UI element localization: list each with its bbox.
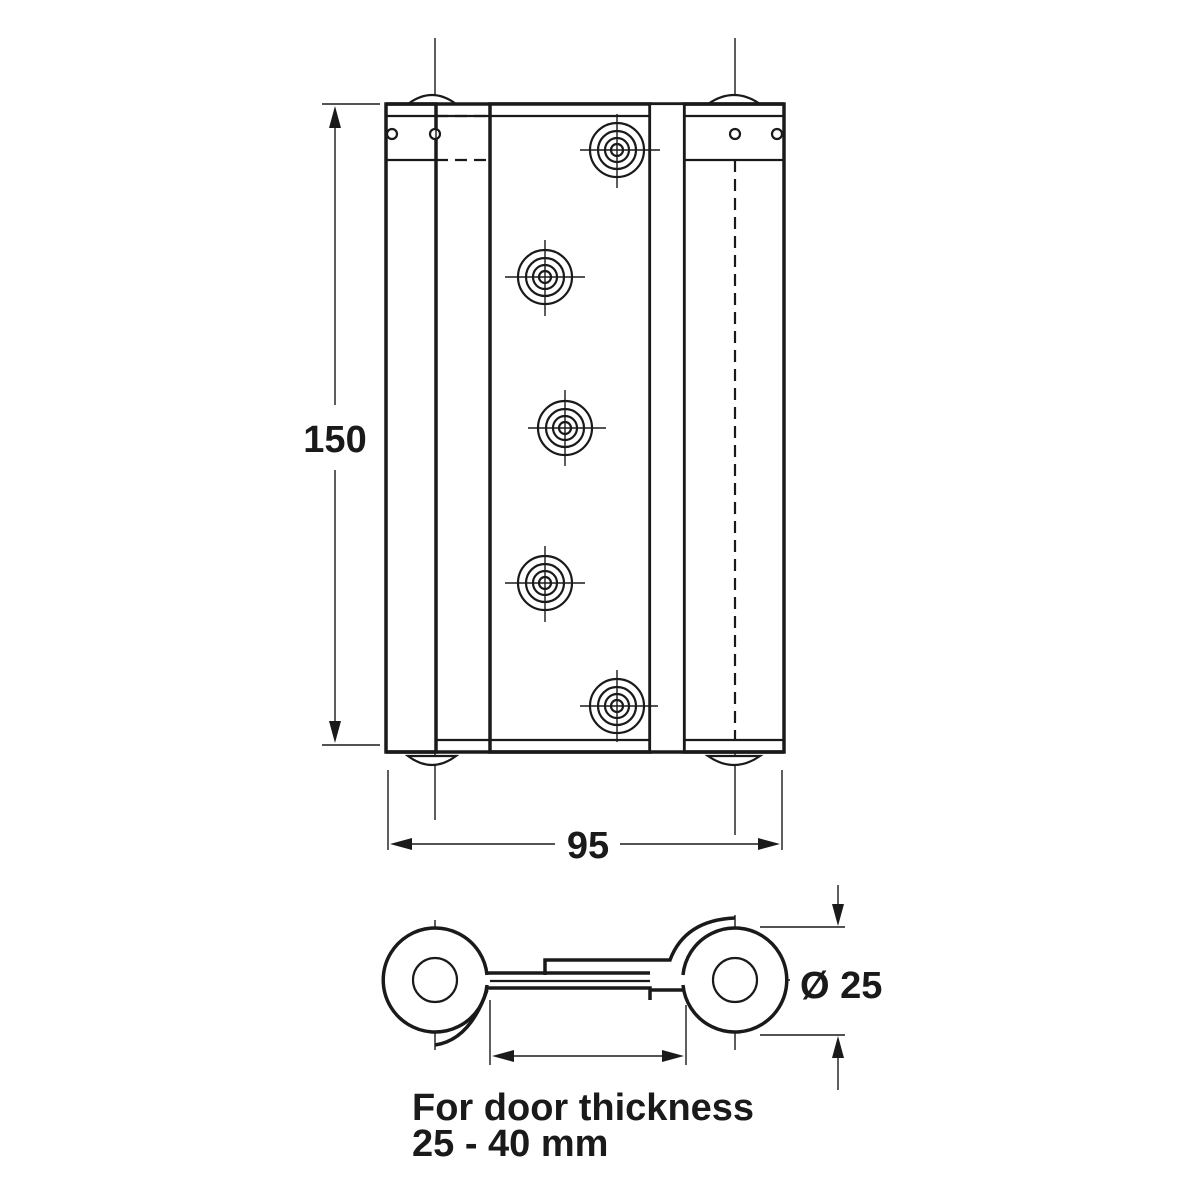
screw-hole-3 xyxy=(528,390,606,466)
left-leaf-arm-bottom xyxy=(487,986,652,1000)
right-leaf-strip xyxy=(648,102,686,754)
right-knuckle-cap-bottom xyxy=(704,754,764,767)
pin-hole-left-2 xyxy=(428,127,442,141)
left-knuckle-cap-bottom xyxy=(404,754,460,767)
top-view: Ø 25 For door thickness 25 - 40 mm xyxy=(381,885,882,1165)
screw-hole-1 xyxy=(580,114,660,188)
left-knuckle-barrel xyxy=(384,102,438,754)
pin-hole-right-2 xyxy=(770,127,784,141)
left-barrel-pin xyxy=(411,956,459,1004)
height-dimension: 150 xyxy=(303,103,380,746)
door-thickness-note-line1: For door thickness xyxy=(412,1087,754,1129)
door-thickness-dimension xyxy=(489,1000,687,1065)
pin-hole-left-1 xyxy=(385,127,399,141)
front-view: 150 95 xyxy=(303,38,786,867)
screw-hole-4 xyxy=(505,546,585,622)
width-dimension: 95 xyxy=(387,770,783,867)
screw-hole-2 xyxy=(505,240,585,316)
screw-hole-5 xyxy=(580,670,658,742)
diameter-dimension: Ø 25 xyxy=(760,885,882,1090)
pin-hole-right-1 xyxy=(728,127,742,141)
right-barrel-pin xyxy=(711,956,759,1004)
diameter-label: Ø 25 xyxy=(800,965,882,1007)
width-dimension-label: 95 xyxy=(567,825,609,867)
left-leaf-tail xyxy=(434,989,489,1047)
door-thickness-note-line2: 25 - 40 mm xyxy=(412,1123,608,1165)
right-leaf-arm xyxy=(543,916,736,975)
height-dimension-label: 150 xyxy=(303,419,366,461)
